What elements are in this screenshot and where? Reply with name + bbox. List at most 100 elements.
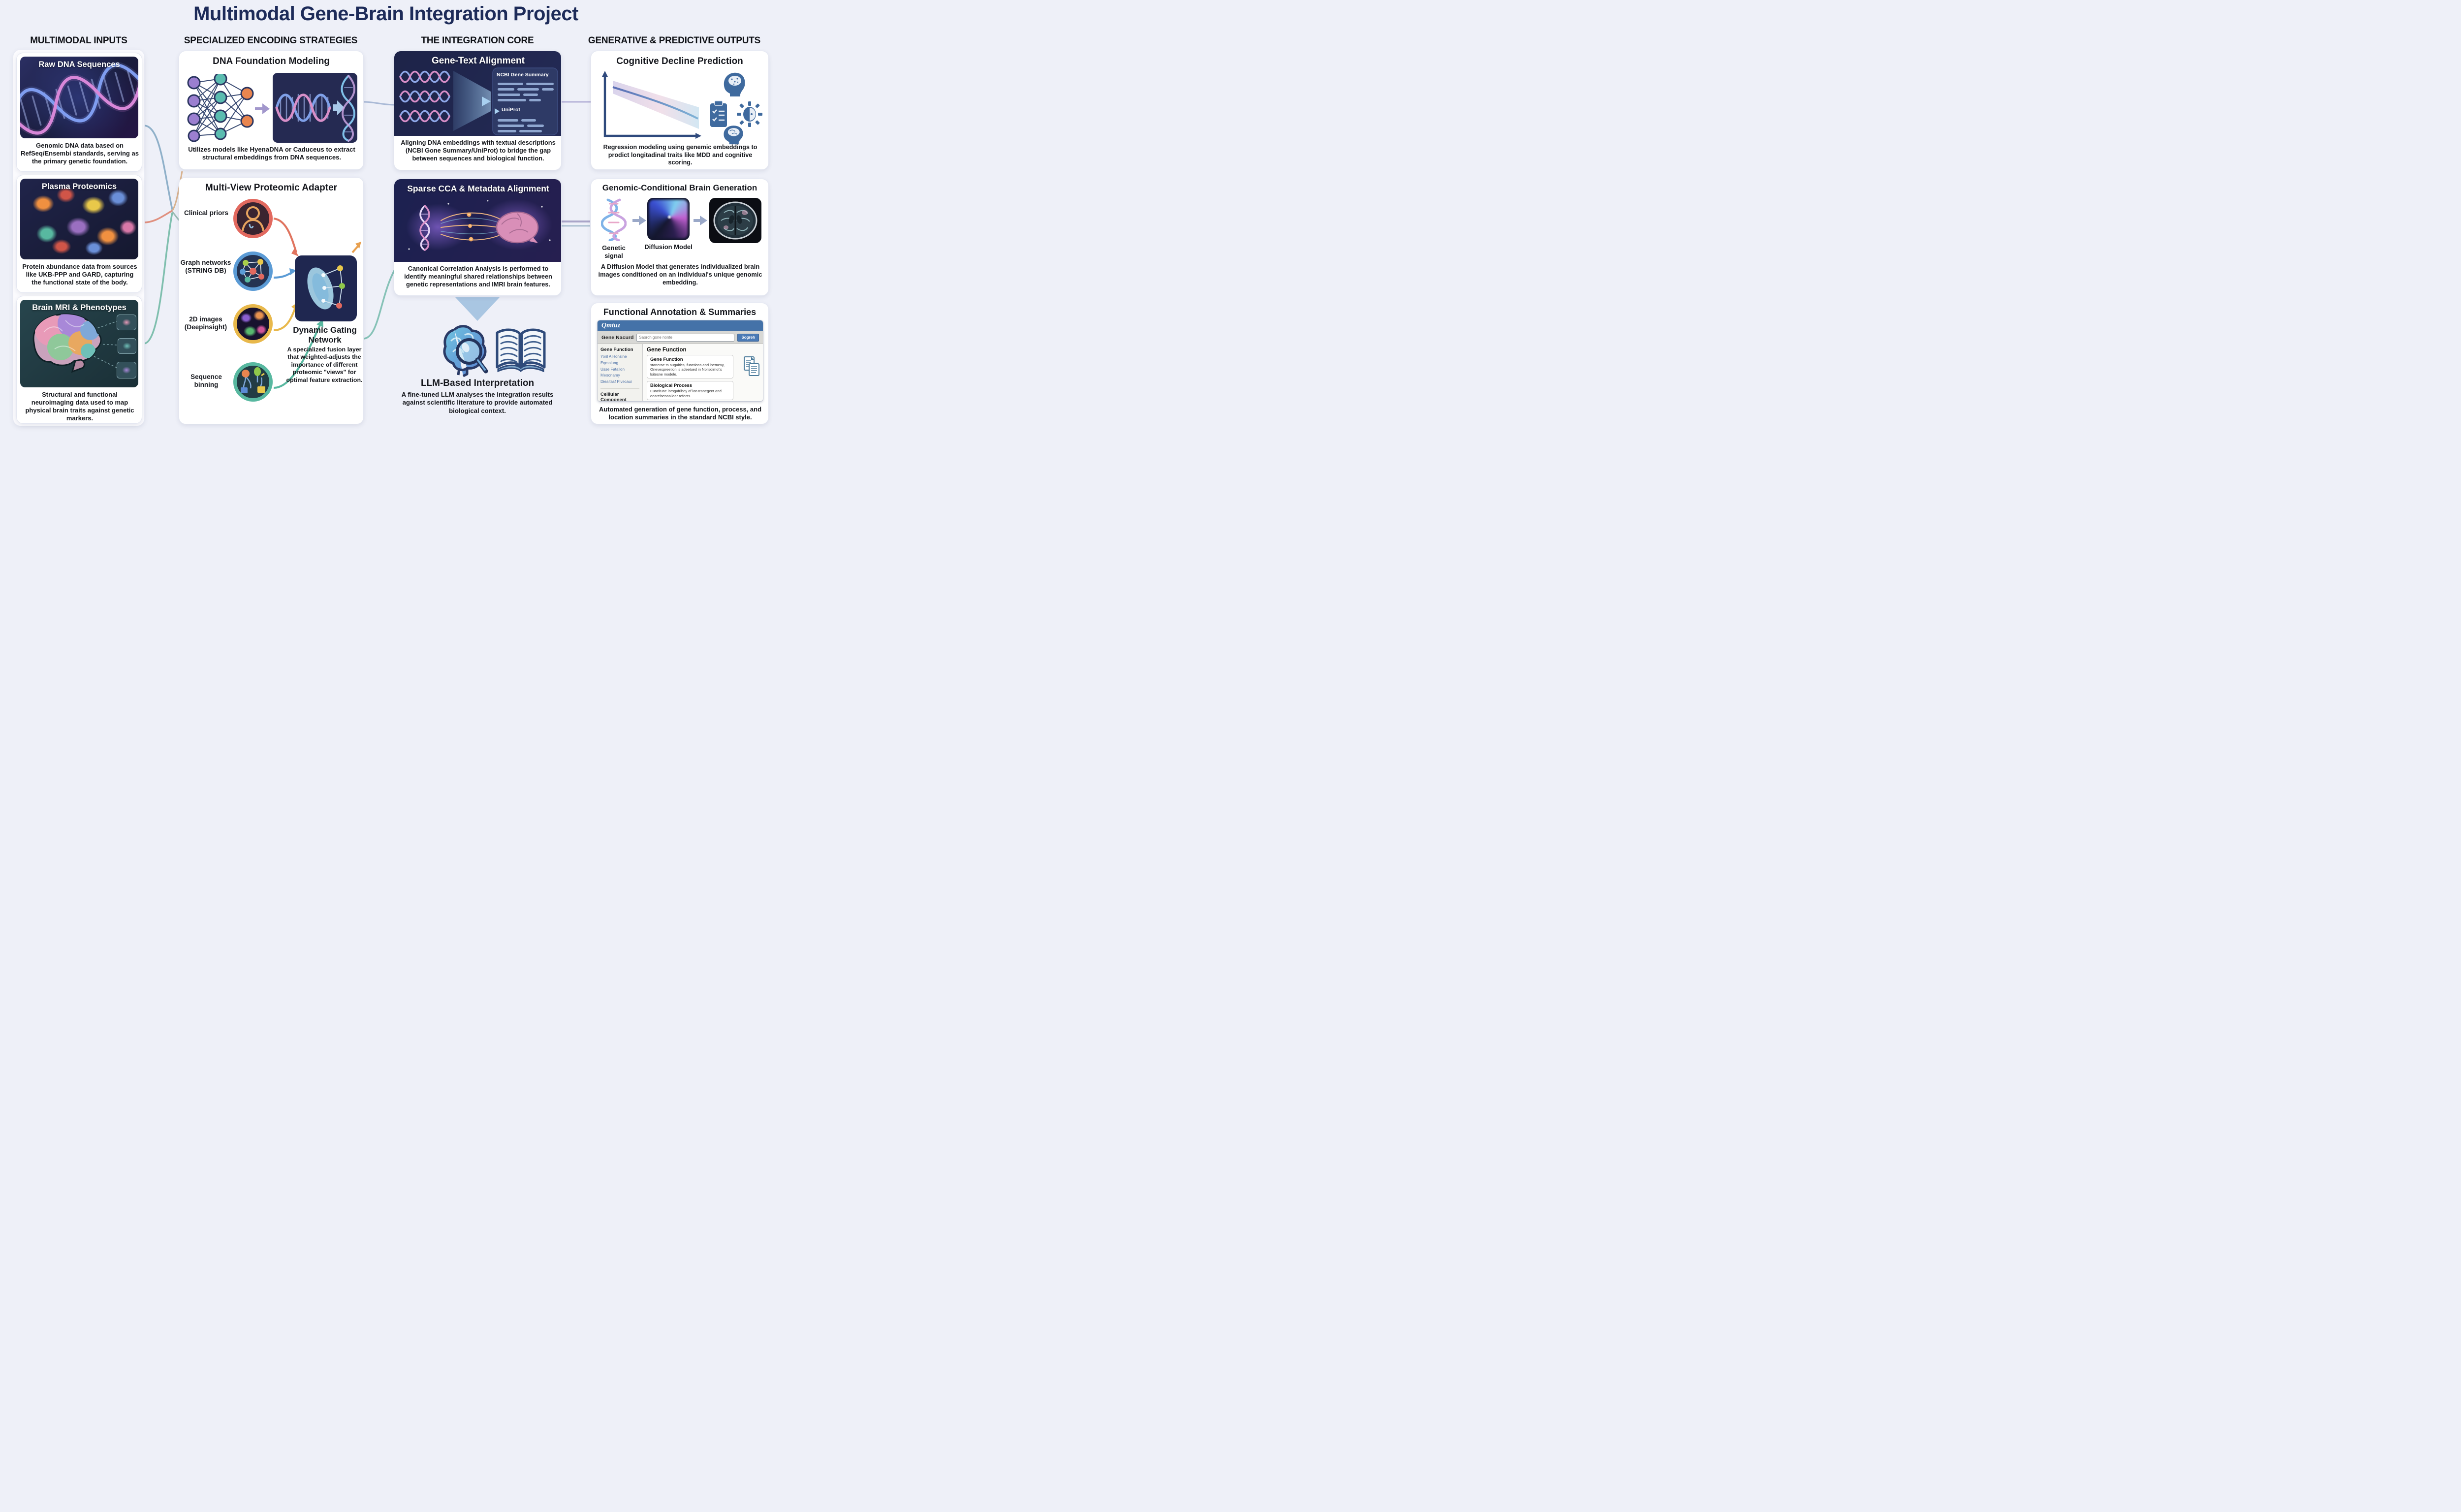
gene-search-input[interactable] [636,333,735,342]
section-gene-function: Gene Function stanerae ts ouguitics, fun… [647,355,733,379]
page-title: Multimodal Gene-Brain Integration Projec… [193,3,578,25]
browser-toolbar: Gene Nacurd Sogreh [598,331,763,344]
head-brain-icon [724,72,745,96]
card-caption: Utilizes models like HyenaDNA or Caduceu… [188,146,355,161]
card-title: DNA Foundation Modeling [213,56,330,66]
sidebar-link[interactable]: Diealtasf Pivecaui [600,379,632,384]
proteomics-image: Plasma Proteomics [20,179,138,259]
llm-caption: A fine-tuned LLM analyses the integratio… [401,391,554,414]
card-caption: Regression modeling using genemic embedd… [603,144,757,166]
card-title: Genomic-Conditional Brain Generation [602,183,757,192]
sidebar-link[interactable]: Usse Fatallon [600,367,625,372]
view-label-2d-images: 2D images (Deepinsight) [184,315,227,331]
sidebar-link[interactable]: Eqmalung [600,360,619,365]
generated-brain-mri [709,198,761,243]
section-body: stanerae ts ouguitics, functions and ine… [650,363,725,377]
section-body: Euncitune lorsgufribey of lon tranegent … [650,389,722,398]
adapter-flow-arrows [273,218,361,389]
network-icon [233,252,273,291]
card-caption: A Diffusion Model that generates individ… [598,263,762,286]
right-arrow-icon [694,216,707,225]
browser-main-panel: Gene Function Gene Function stanerae ts … [643,344,763,401]
genetic-signal-label: Genetic signal [602,244,626,260]
card-functional-annotation: Functional Annotation & Summaries Qmtuz … [591,303,769,424]
card-caption: Genomic DNA data based on RefSeq/Ensembi… [21,142,139,165]
binning-icon [233,362,273,402]
card-multiview-proteomic-adapter: Multi-View Proteomic Adapter Clinical pr… [179,177,364,424]
entrez-logo: Qmtuz [601,322,621,329]
llm-title: LLM-Based Interpretation [420,378,535,388]
inputs-column: Raw DNA Sequences Genomic DNA data based… [13,49,145,426]
view-label-binning: Sequence binning [190,373,222,389]
open-book-icon [496,328,546,373]
column-heading-core: THE INTEGRATION CORE [421,35,534,46]
card-brain-generation: Genomic-Conditional Brain Generation Gen… [591,179,769,296]
search-button[interactable]: Sogreh [737,333,759,342]
view-label-clinical: Clinical priors [184,209,229,217]
idea-gear-icon [737,101,762,127]
column-heading-outputs: GENERATIVE & PREDICTIVE OUTPUTS [588,35,761,46]
ncbi-panel-title: NCBI Gene Summary [497,72,549,78]
dna-helix-image: Raw DNA Sequences [20,57,138,138]
brain-magnifier-icon [443,325,488,378]
right-arrow-icon [255,103,270,114]
card-title: Functional Annotation & Summaries [603,307,757,317]
card-caption: Protein abundance data from sources like… [22,263,137,286]
card-title: Sparse CCA & Metadata Alignment [407,184,549,193]
section-heading: Gene Function [650,357,683,362]
down-arrow-icon [455,297,500,321]
head-brain-icon [724,126,743,145]
flow-connectors [143,101,591,345]
clipboard-icon [710,100,727,127]
mri-thumbnail [117,362,136,378]
documents-icon [744,356,759,376]
card-caption: Aligning DNA embeddings with textual des… [401,139,556,162]
person-icon [233,199,273,238]
gene-text-image: Gene-Text Alignment [394,51,561,136]
section-heading: Biological Process [650,383,693,389]
section-biological-process: Biological Process Euncitune lorsgufribe… [647,381,733,401]
mri-thumbnail [117,315,136,330]
sidebar-link[interactable]: Meoonamy [600,373,620,378]
view-label-graph: Graph networks (STRING DB) [180,259,231,275]
card-caption: Canonical Correlation Analysis is perfor… [404,265,552,288]
gating-network-graphic [295,255,357,321]
column-heading-inputs: MULTIMODAL INPUTS [30,35,127,46]
card-dna-foundation-modeling: DNA Foundation Modeling [179,51,364,170]
decline-regression-chart [602,71,701,139]
browser-sidebar: Gene Function Yoril A Honslne Eqmalung U… [598,344,643,401]
gating-caption: A specialized fusion layer that weighted… [286,346,363,383]
card-image-title: Plasma Proteomics [41,182,117,191]
neural-network-diagram [187,74,254,142]
card-title: Cognitive Decline Prediction [616,56,743,66]
card-gene-text-alignment: Gene-Text Alignment [394,51,562,170]
cca-image: Sparse CCA & Metadata Alignment [394,179,561,262]
card-title: Gene-Text Alignment [432,56,525,66]
brain-image: Brain MRI & Phenotypes [20,300,138,387]
right-arrow-icon [632,216,646,225]
column-heading-encoding: SPECIALIZED ENCODING STRATEGIES [184,35,358,46]
dna-embedding-panel [273,73,357,143]
card-sparse-cca: Sparse CCA & Metadata Alignment [394,179,562,296]
uniprot-label: UniProt [502,107,520,113]
blob-image-icon [233,304,273,344]
card-caption: Structural and functional neuroimaging d… [25,391,134,422]
gene-record-label: Gene Nacurd [601,334,634,341]
card-title: Multi-View Proteomic Adapter [205,183,338,193]
card-image-title: Brain MRI & Phenotypes [32,303,126,312]
card-brain-mri-phenotypes: Brain MRI & Phenotypes Structural and fu… [16,296,142,424]
mri-thumbnail [118,338,136,354]
browser-header: Qmtuz [598,320,763,331]
card-caption: Automated generation of gene function, p… [599,406,762,421]
card-cognitive-decline: Cognitive Decline Prediction [591,51,769,170]
diffusion-model-label: Diffusion Model [644,243,693,251]
card-raw-dna-sequences: Raw DNA Sequences Genomic DNA data based… [16,53,142,172]
dna-signal-icon [601,198,627,241]
card-image-title: Raw DNA Sequences [38,60,120,69]
diffusion-swirl [647,198,690,240]
sidebar-divider [600,388,639,389]
sidebar-link[interactable]: Yoril A Honslne [600,354,627,359]
sidebar-heading-gene-function: Gene Function [600,347,633,352]
gating-title: Dynamic Gating Network [293,325,357,345]
ncbi-mock-browser: Qmtuz Gene Nacurd Sogreh Gene Function Y… [597,320,763,402]
